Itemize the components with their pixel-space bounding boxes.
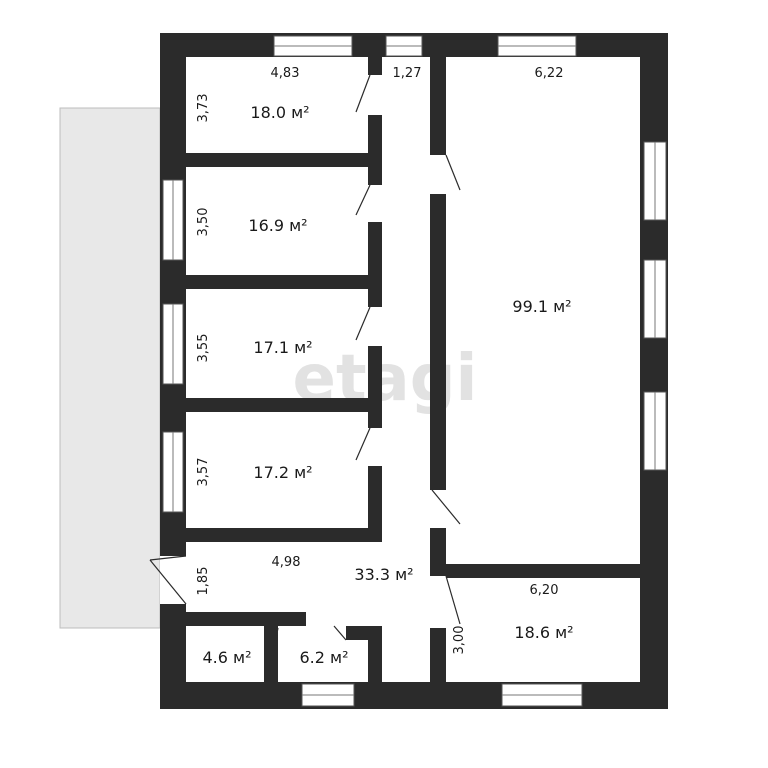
- corridor-depth: 1,85: [196, 567, 211, 596]
- terrace: [59, 107, 161, 629]
- room-1-height: 3,73: [196, 94, 211, 123]
- room-3-area: 17.1 м²: [253, 338, 312, 357]
- hall-area: 99.1 м²: [512, 297, 571, 316]
- room-4-area: 17.2 м²: [253, 463, 312, 482]
- room-1-area: 18.0 м²: [250, 103, 309, 122]
- entrance-gap: [160, 556, 186, 604]
- room-se-height: 3,00: [452, 626, 467, 655]
- room-4-height: 3,57: [196, 458, 211, 487]
- small-room-1-area: 4.6 м²: [202, 648, 251, 667]
- room-se-area: 18.6 м²: [514, 623, 573, 642]
- corridor-width: 1,27: [393, 66, 422, 81]
- walls: [160, 33, 668, 709]
- corridor-area: 33.3 м²: [354, 565, 413, 584]
- room-1-width: 4,83: [271, 66, 300, 81]
- room-3-height: 3,55: [196, 334, 211, 363]
- room-se-width: 6,20: [530, 583, 559, 598]
- windows: [162, 35, 667, 707]
- hall-width: 6,22: [535, 66, 564, 81]
- corridor-length: 4,98: [272, 555, 301, 570]
- doors: [149, 74, 461, 679]
- small-room-2-area: 6.2 м²: [299, 648, 348, 667]
- room-2-height: 3,50: [196, 208, 211, 237]
- room-2-area: 16.9 м²: [248, 216, 307, 235]
